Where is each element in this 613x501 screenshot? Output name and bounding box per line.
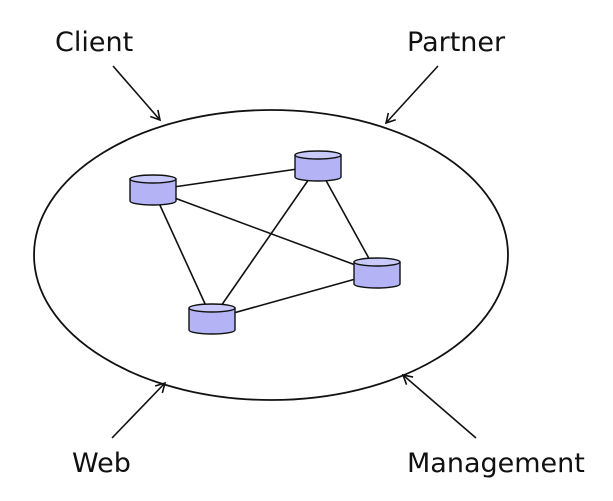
system-boundary-ellipse: [33, 109, 509, 401]
edges-group: [152, 165, 378, 320]
edge-node-c-node-d: [211, 272, 378, 320]
partner-arrow: [384, 65, 439, 125]
node-b-database-icon: [294, 150, 342, 182]
client-arrow: [112, 65, 162, 122]
management-arrow: [401, 373, 477, 439]
nodes-group: [129, 150, 401, 335]
edge-node-b-node-c: [317, 165, 378, 274]
web-arrow: [111, 381, 167, 439]
partner-label: Partner: [407, 27, 506, 58]
management-label: Management: [407, 448, 585, 479]
node-d-database-icon: [188, 303, 236, 335]
edge-node-a-node-c: [152, 189, 378, 274]
client-label: Client: [55, 27, 134, 58]
edge-node-a-node-b: [152, 165, 319, 191]
web-label: Web: [72, 448, 131, 479]
edge-node-a-node-d: [152, 189, 213, 320]
edge-node-b-node-d: [211, 165, 319, 320]
node-a-database-icon: [129, 174, 177, 206]
node-c-database-icon: [353, 257, 401, 289]
